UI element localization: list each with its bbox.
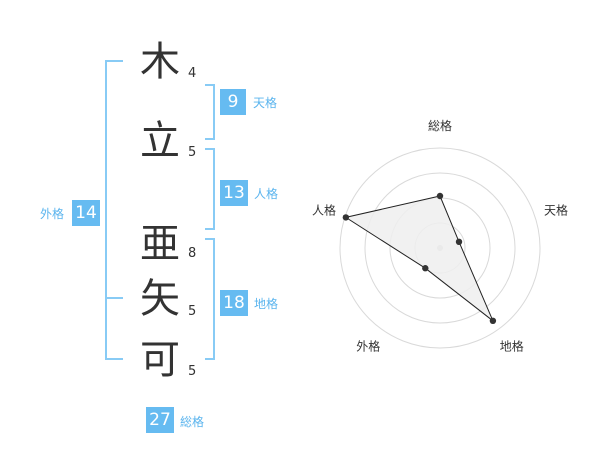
tenkaku-bracket	[205, 84, 215, 140]
radar-axis-label: 人格	[312, 202, 336, 217]
stroke-count-2: 5	[188, 145, 197, 160]
gaikaku-bracket-divider	[105, 297, 123, 299]
gaikaku-value: 14	[72, 200, 100, 226]
radar-area	[344, 195, 494, 322]
radar-points	[342, 192, 497, 325]
radar-point	[455, 238, 463, 246]
radar-point	[436, 192, 444, 200]
name-char-3: 亜	[140, 221, 180, 267]
stroke-count-3: 8	[188, 246, 197, 261]
name-char-2: 立	[140, 118, 180, 164]
tenkaku-value: 9	[220, 89, 246, 115]
radar-point	[342, 214, 350, 221]
name-char-4: 矢	[140, 276, 180, 322]
stroke-count-5: 5	[188, 364, 197, 379]
radar-ring	[364, 172, 516, 324]
chikaku-bracket	[205, 238, 215, 360]
radar-axis-label: 総格	[428, 118, 452, 133]
stroke-count-1: 4	[188, 66, 197, 81]
name-char-5: 可	[140, 337, 180, 383]
soukaku-label: 総格	[180, 415, 205, 429]
soukaku-value: 27	[146, 407, 174, 433]
chikaku-label: 地格	[254, 297, 279, 311]
stroke-count-4: 5	[188, 304, 197, 319]
radar-point	[489, 317, 497, 325]
tenkaku-label: 天格	[253, 96, 278, 110]
chikaku-value: 18	[220, 290, 248, 316]
radar-axis-label: 外格	[356, 339, 380, 354]
jinkaku-label: 人格	[254, 187, 279, 201]
name-char-1: 木	[140, 39, 180, 85]
radar-axis-label: 地格	[500, 339, 524, 354]
radar-ring	[339, 147, 541, 349]
gaikaku-bracket	[105, 60, 123, 360]
radar-point	[422, 265, 429, 272]
jinkaku-bracket	[205, 148, 215, 230]
gaikaku-label: 外格	[40, 207, 65, 221]
jinkaku-value: 13	[220, 180, 248, 206]
radar-axis-label: 天格	[544, 202, 568, 217]
